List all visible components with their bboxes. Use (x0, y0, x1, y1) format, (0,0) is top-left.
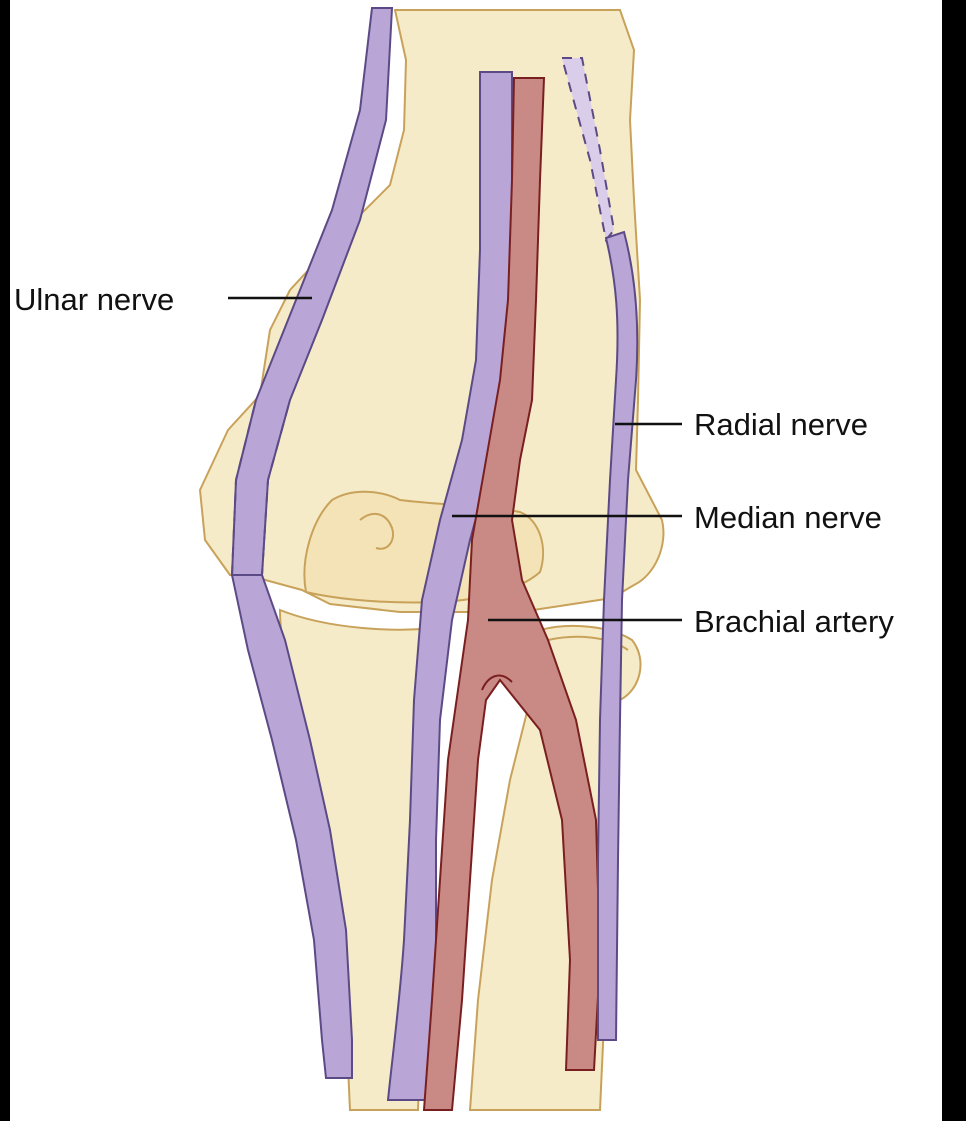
brachial-artery-label: Brachial artery (694, 606, 894, 637)
median-nerve-label: Median nerve (694, 502, 882, 533)
ulnar-nerve-label: Ulnar nerve (14, 284, 174, 315)
radial-nerve-label: Radial nerve (694, 409, 868, 440)
